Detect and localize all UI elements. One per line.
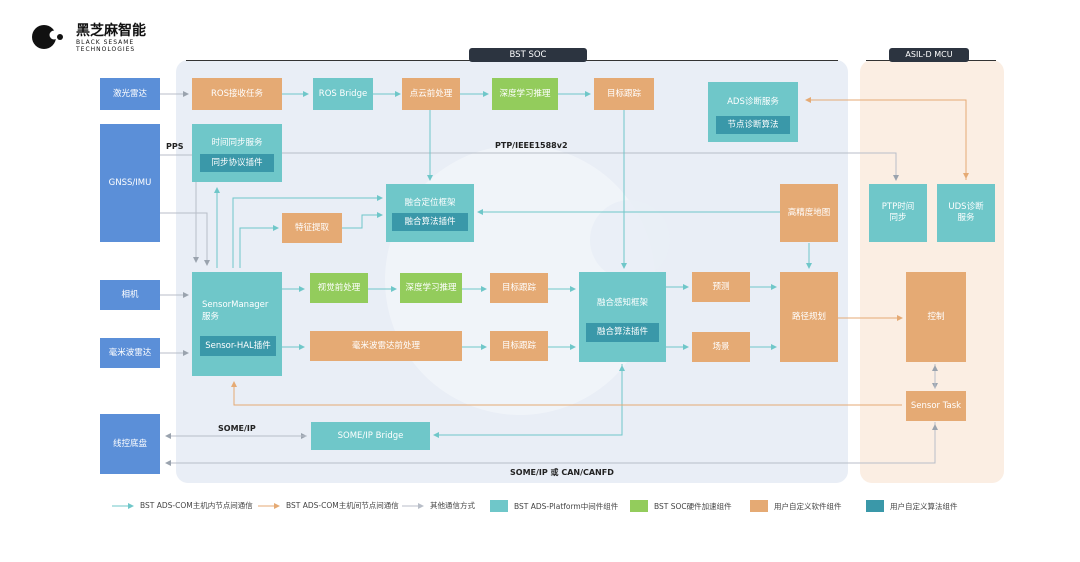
legend-label: 用户自定义软件组件: [774, 501, 842, 511]
soc-title: BST SOC: [469, 48, 587, 62]
sensor-task: Sensor Task: [906, 391, 966, 421]
feature-extraction: 特征提取: [282, 213, 342, 243]
arrow-icon: [402, 502, 424, 509]
sync-protocol-plugin: 同步协议插件: [200, 154, 274, 172]
legend-label: BST SOC硬件加速组件: [654, 501, 732, 511]
legend-swatch: [490, 500, 508, 512]
fusion-per-label: 融合感知框架: [596, 298, 648, 308]
someip-can-label: SOME/IP 或 CAN/CANFD: [510, 468, 614, 477]
legend-swatch: [866, 500, 884, 512]
ros-recv-task: ROS接收任务: [192, 78, 282, 110]
dl-inference-1: 深度学习推理: [492, 78, 558, 110]
legend-swatch: [630, 500, 648, 512]
legend-label: BST ADS-Platform中间件组件: [514, 501, 619, 511]
radar-input: 毫米波雷达: [100, 338, 160, 368]
pps-label: PPS: [166, 142, 184, 151]
scene: 场景: [692, 332, 750, 362]
legend-label: BST ADS-COM主机间节点间通信: [286, 501, 399, 510]
legend-item: 用户自定义软件组件: [750, 500, 842, 512]
time-sync-label: 时间同步服务: [211, 138, 263, 148]
pointcloud-preprocess: 点云前处理: [402, 78, 460, 110]
dl-inference-2: 深度学习推理: [400, 273, 462, 303]
uds-diag-service: UDS诊断 服务: [937, 184, 995, 242]
arrow-icon: [258, 502, 280, 509]
legend-label: 其他通信方式: [430, 501, 475, 510]
legend-item: BST ADS-COM主机内节点间通信: [112, 500, 253, 511]
fusion-algo-plugin-1: 融合算法插件: [392, 213, 468, 231]
logo: 黑芝麻智能 BLACK SESAME TECHNOLOGIES: [30, 20, 160, 56]
logo-en1: BLACK SESAME: [76, 39, 135, 46]
legend-item: 其他通信方式: [402, 500, 475, 511]
ptp-label: PTP/IEEE1588v2: [495, 141, 568, 150]
ptp-time-sync: PTP时间 同步: [869, 184, 927, 242]
time-sync-service: 时间同步服务 同步协议插件: [192, 124, 282, 182]
node-diag-algo: 节点诊断算法: [716, 116, 790, 134]
fusion-algo-plugin-2: 融合算法插件: [586, 323, 659, 342]
ads-diag-label: ADS诊断服务: [727, 97, 779, 107]
logo-en2: TECHNOLOGIES: [76, 46, 136, 53]
arrow-icon: [112, 502, 134, 509]
legend-label: BST ADS-COM主机内节点间通信: [140, 501, 253, 510]
fusion-loc-label: 融合定位框架: [404, 198, 456, 208]
legend-item: BST ADS-COM主机间节点间通信: [258, 500, 399, 511]
target-tracking-2: 目标跟踪: [490, 273, 548, 303]
chassis-input: 线控底盘: [100, 414, 160, 474]
ros-bridge: ROS Bridge: [313, 78, 373, 110]
ads-diag-service: ADS诊断服务 节点诊断算法: [708, 82, 798, 142]
gnss-input: GNSS/IMU: [100, 124, 160, 242]
legend-item: BST ADS-Platform中间件组件: [490, 500, 618, 512]
radar-preprocess: 毫米波雷达前处理: [310, 331, 462, 361]
lidar-input: 激光雷达: [100, 78, 160, 110]
someip-bridge: SOME/IP Bridge: [311, 422, 430, 450]
legend-item: BST SOC硬件加速组件: [630, 500, 732, 512]
camera-input: 相机: [100, 280, 160, 310]
legend-item: 用户自定义算法组件: [866, 500, 958, 512]
target-tracking-3: 目标跟踪: [490, 331, 548, 361]
logo-cn: 黑芝麻智能: [76, 23, 146, 39]
mcu-title: ASIL-D MCU: [889, 48, 969, 62]
legend-label: 用户自定义算法组件: [890, 501, 958, 511]
target-tracking-1: 目标跟踪: [594, 78, 654, 110]
prediction: 预测: [692, 272, 750, 302]
vision-preprocess: 视觉前处理: [310, 273, 368, 303]
sensor-manager-service: SensorManager 服务 Sensor-HAL插件: [192, 272, 282, 376]
path-planning: 路径规划: [780, 272, 838, 362]
sensor-manager-label: SensorManager 服务: [202, 300, 269, 322]
fusion-perception-framework: 融合感知框架 融合算法插件: [579, 272, 666, 362]
fusion-localization-framework: 融合定位框架 融合算法插件: [386, 184, 474, 242]
hd-map: 高精度地图: [780, 184, 838, 242]
sensor-hal-plugin: Sensor-HAL插件: [200, 336, 276, 356]
someip-label: SOME/IP: [218, 424, 256, 433]
control: 控制: [906, 272, 966, 362]
legend-swatch: [750, 500, 768, 512]
logo-mark-icon: [32, 25, 63, 49]
